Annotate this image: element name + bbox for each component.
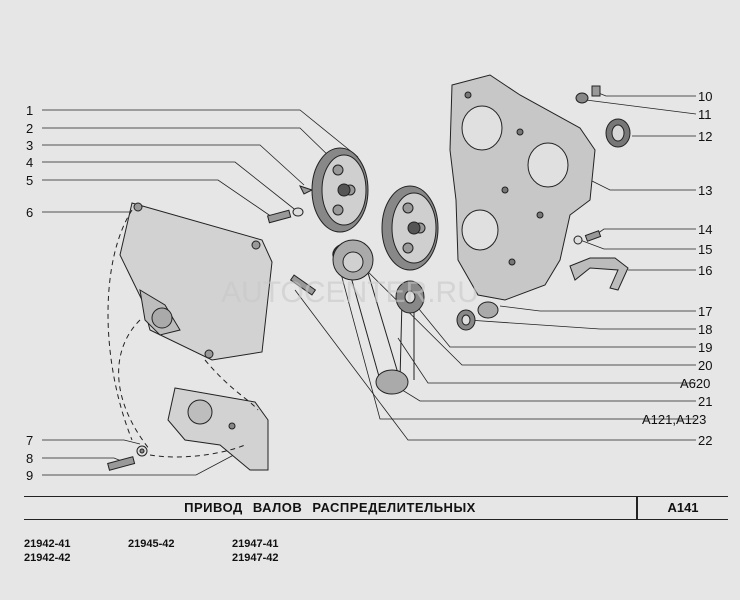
callout-3: 3 — [26, 138, 33, 153]
title-bar: ПРИВОД ВАЛОВ РАСПРЕДЕЛИТЕЛЬНЫХ A141 — [24, 496, 728, 520]
callout-4: 4 — [26, 155, 33, 170]
callout-15: 15 — [698, 242, 712, 257]
callout-22: 22 — [698, 433, 712, 448]
callouts-left: 1 2 3 4 5 6 7 8 9 — [26, 103, 33, 483]
callout-7: 7 — [26, 433, 33, 448]
tensioner-bolt — [289, 274, 317, 296]
callout-9: 9 — [26, 468, 33, 483]
model-code: 21942-41 — [24, 538, 71, 550]
callout-2: 2 — [26, 121, 33, 136]
callout-11: 11 — [698, 107, 712, 122]
callout-21: 21 — [698, 394, 712, 409]
cover-fasteners — [569, 85, 631, 291]
callout-1: 1 — [26, 103, 33, 118]
model-code: 21942-42 — [24, 552, 71, 564]
callout-5: 5 — [26, 173, 33, 188]
callout-16: 16 — [698, 263, 712, 278]
camshaft-sprocket-2 — [381, 185, 439, 271]
callout-18: 18 — [698, 322, 712, 337]
callout-12: 12 — [698, 129, 712, 144]
callout-17: 17 — [698, 304, 712, 319]
bushings — [456, 301, 499, 331]
title-divider — [636, 497, 638, 519]
section-code: A141 — [667, 500, 699, 515]
tensioner-pulley — [332, 239, 374, 281]
model-code: 21947-41 — [232, 538, 279, 550]
front-timing-cover — [449, 74, 596, 301]
callout-14: 14 — [698, 222, 712, 237]
page-title: ПРИВОД ВАЛОВ РАСПРЕДЕЛИТЕЛЬНЫХ — [184, 500, 476, 515]
exploded-diagram: AUTOCENTER.RU 1 2 3 4 5 6 7 8 9 10 11 12… — [26, 74, 712, 483]
callout-19: 19 — [698, 340, 712, 355]
callout-6: 6 — [26, 205, 33, 220]
left-fasteners — [107, 185, 314, 471]
idler-pulley — [395, 280, 425, 314]
watermark: AUTOCENTER.RU — [221, 276, 479, 309]
callout-a121-a123: A121,A123 — [642, 412, 706, 427]
lower-timing-cover — [167, 387, 269, 471]
callout-a620: A620 — [680, 376, 710, 391]
callout-20: 20 — [698, 358, 712, 373]
model-code: 21947-42 — [232, 552, 279, 564]
callouts-right: 10 11 12 13 14 15 16 17 18 19 20 A620 21… — [642, 89, 712, 448]
rear-timing-cover — [119, 202, 273, 361]
assembly-guides — [107, 209, 259, 458]
callout-13: 13 — [698, 183, 712, 198]
model-code: 21945-42 — [128, 538, 175, 550]
callout-8: 8 — [26, 451, 33, 466]
camshaft-sprocket-1 — [311, 147, 369, 233]
callout-10: 10 — [698, 89, 712, 104]
